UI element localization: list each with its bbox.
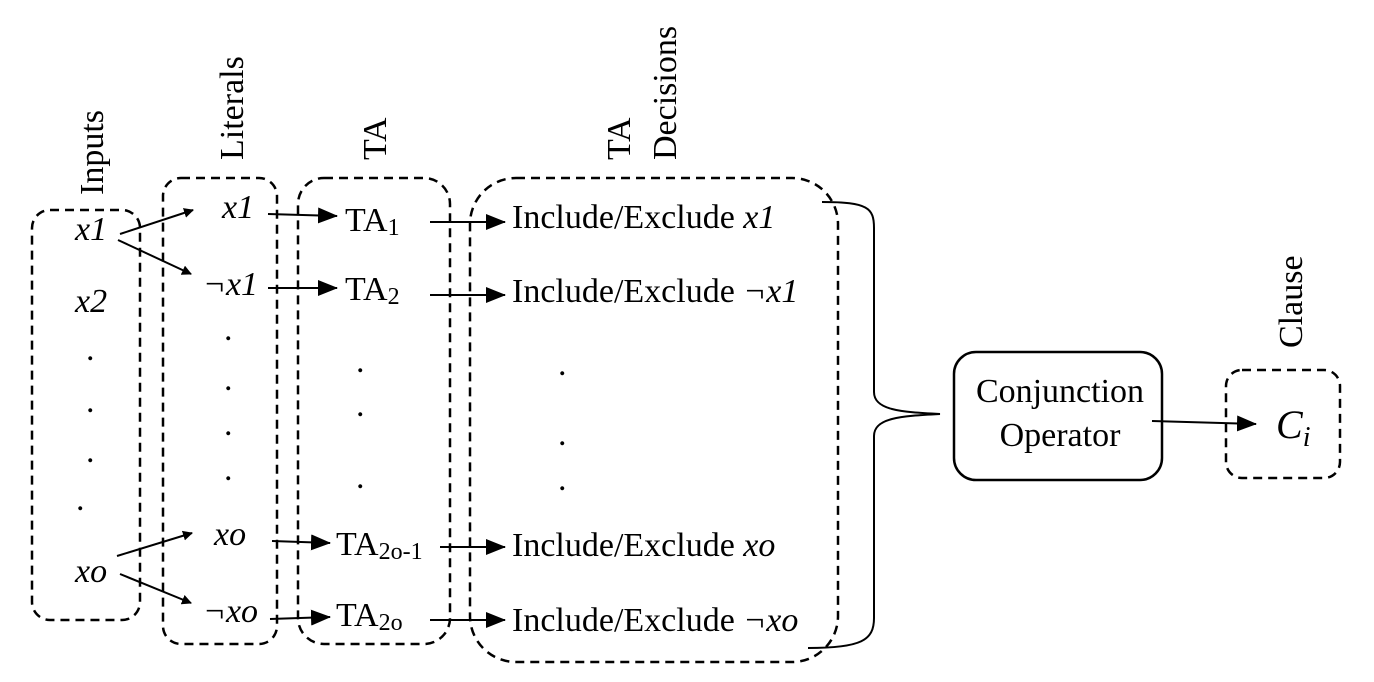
- conjunction-operator-box: [952, 350, 1164, 482]
- ta-dot-3: .: [356, 459, 365, 496]
- input-x1: x1: [74, 211, 107, 248]
- decision-dot-2: .: [558, 416, 567, 453]
- header-ta-decisions-1: TA: [601, 117, 638, 160]
- decisions-group-box: [468, 176, 840, 664]
- header-ta: TA: [357, 117, 394, 160]
- operator-line1: Conjunction: [976, 373, 1144, 410]
- decision-xo: Include/Exclude xo: [512, 527, 775, 564]
- header-inputs: Inputs: [74, 110, 111, 195]
- arrow-operator-to-clause: [1151, 415, 1257, 432]
- arrow-x1-to-literal-not-x1: [117, 239, 192, 275]
- ta2o-1-label: TA2o-1: [336, 526, 423, 565]
- arrow-literal-xo-to-ta2o-1: [271, 534, 331, 551]
- operator-line2: Operator: [1000, 417, 1122, 454]
- decision-not-x1: Include/Exclude ¬x1: [512, 273, 798, 310]
- literal-dot-2: .: [224, 361, 233, 398]
- input-dot-1: .: [86, 331, 95, 368]
- literal-dot-1: .: [224, 311, 233, 348]
- literal-dot-4: .: [224, 451, 233, 488]
- arrow-xo-to-literal-not-xo: [119, 573, 192, 605]
- literal-not-x1: ¬x1: [203, 266, 258, 303]
- ta2o-label: TA2o: [336, 597, 403, 636]
- input-dot-3: .: [86, 433, 95, 470]
- header-clause: Clause: [1273, 255, 1310, 348]
- literal-dot-3: .: [224, 406, 233, 443]
- decision-not-xo: Include/Exclude ¬xo: [512, 602, 798, 639]
- ta-group-box: [296, 176, 452, 646]
- ta2-label: TA2: [345, 271, 400, 310]
- header-literals: Literals: [214, 56, 251, 160]
- ta1-label: TA1: [345, 202, 400, 241]
- input-xo: xo: [74, 553, 107, 590]
- input-dot-2: .: [86, 383, 95, 420]
- clause-ci: Ci: [1276, 402, 1310, 453]
- input-x2: x2: [74, 283, 107, 320]
- input-dot-4: .: [76, 481, 85, 518]
- decision-dot-1: .: [558, 346, 567, 383]
- inputs-group-box: [30, 208, 142, 622]
- literal-not-xo: ¬xo: [203, 593, 258, 630]
- literals-group-box: [161, 176, 279, 646]
- literal-x1: x1: [221, 189, 254, 226]
- decision-dot-3: .: [558, 461, 567, 498]
- literal-xo: xo: [213, 516, 246, 553]
- ta-dot-1: .: [356, 343, 365, 380]
- header-ta-decisions-2: Decisions: [647, 26, 684, 160]
- curly-brace: [807, 201, 941, 649]
- decision-x1: Include/Exclude x1: [512, 199, 775, 236]
- arrow-literal-not-xo-to-ta2o: [269, 609, 331, 626]
- ta-dot-2: .: [356, 387, 365, 424]
- arrow-x1-to-literal-x1: [119, 208, 194, 235]
- arrow-xo-to-literal-xo: [116, 530, 193, 557]
- arrow-literal-x1-to-ta1: [267, 207, 338, 224]
